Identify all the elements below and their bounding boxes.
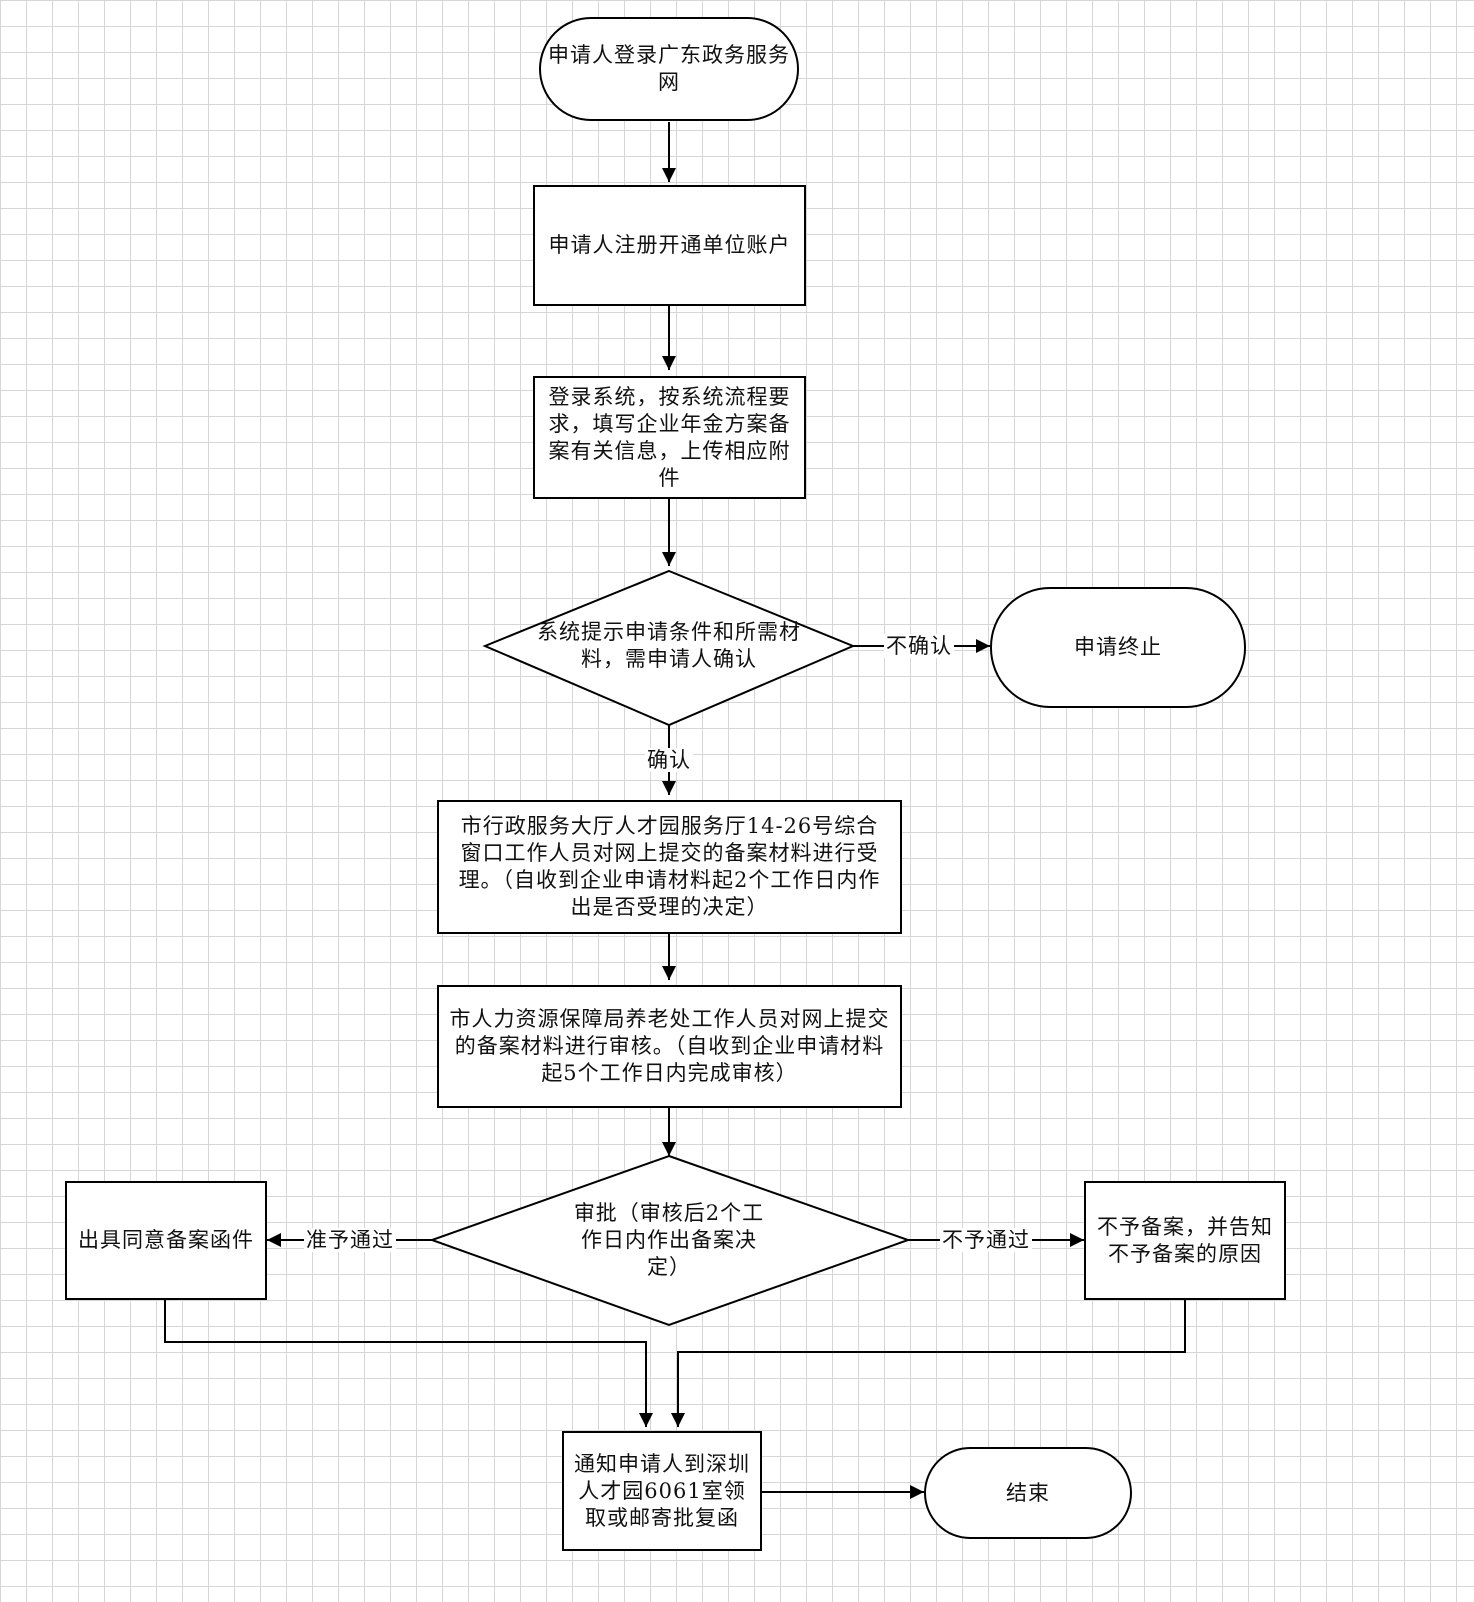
start-text: 申请人登录广东政务服务网 — [548, 43, 790, 94]
label-approve: 准予通过 — [304, 1228, 396, 1252]
register-box — [533, 185, 806, 306]
fill-info-text: 登录系统，按系统流程要求，填写企业年金方案备案有关信息，上传相应附件 — [548, 384, 791, 490]
acceptance-box — [437, 800, 902, 934]
terminate-terminal — [990, 587, 1246, 708]
acceptance-text: 市行政服务大厅人才园服务厅14-26号综合窗口工作人员对网上提交的备案材料进行受… — [458, 814, 881, 919]
end-terminal — [924, 1447, 1132, 1539]
label-reject: 不予通过 — [940, 1228, 1032, 1252]
label-not-confirm: 不确认 — [884, 634, 954, 658]
start-terminal — [539, 17, 799, 121]
notify-text: 通知申请人到深圳人才园6061室领取或邮寄批复函 — [574, 1451, 750, 1530]
notify-box — [562, 1431, 762, 1551]
reject-result-box — [1084, 1181, 1286, 1300]
confirm-decision-diamond — [482, 569, 856, 727]
register-text: 申请人注册开通单位账户 — [548, 233, 791, 257]
end-text: 结束 — [1006, 1480, 1050, 1505]
arrow-approve-to-notify — [164, 1298, 653, 1427]
confirm-decision-text: 系统提示申请条件和所需材料，需申请人确认 — [537, 620, 801, 671]
arrow-reject-to-notify — [671, 1298, 1186, 1427]
approve-result-text: 出具同意备案函件 — [78, 1228, 254, 1252]
fill-info-box — [533, 376, 806, 499]
label-confirm: 确认 — [645, 748, 693, 772]
reject-result-text: 不予备案，并告知不予备案的原因 — [1097, 1214, 1273, 1266]
approval-decision-diamond — [429, 1154, 911, 1327]
approve-result-box — [65, 1181, 267, 1300]
terminate-text: 申请终止 — [1074, 635, 1162, 659]
review-box — [437, 985, 902, 1108]
review-text: 市人力资源保障局养老处工作人员对网上提交的备案材料进行审核。（自收到企业申请材料… — [449, 1007, 890, 1085]
approval-decision-text: 审批（审核后2个工作日内作出备案决定） — [573, 1200, 765, 1279]
